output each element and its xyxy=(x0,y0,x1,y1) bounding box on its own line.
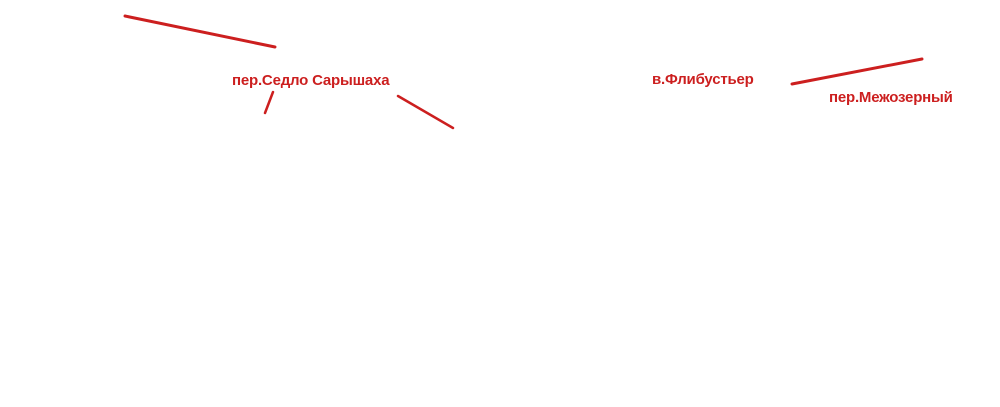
label-pass-mezhozerny: пер.Межозерный xyxy=(829,89,953,106)
route-segment-east xyxy=(790,57,924,86)
label-peak-flibustier: в.Флибустьер xyxy=(652,71,754,88)
route-segment-from-pass-east xyxy=(396,94,455,130)
route-segment-to-pass-south xyxy=(263,90,275,115)
label-pass-sedlo-saryshakha: пер.Седло Сарышаха xyxy=(232,72,390,89)
route-segment-west xyxy=(123,14,277,49)
